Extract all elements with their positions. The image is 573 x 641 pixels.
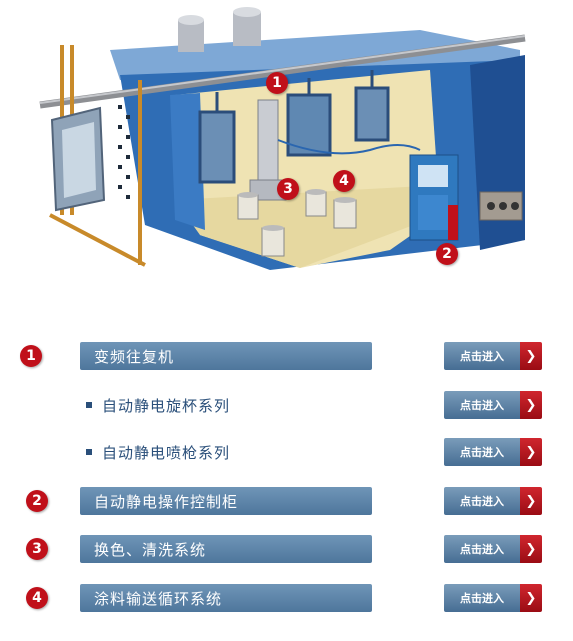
chevron-right-icon: ❯	[520, 391, 542, 419]
enter-button[interactable]: 点击进入 ❯	[444, 487, 544, 515]
reciprocator-machine	[249, 99, 287, 201]
enter-button-label: 点击进入	[444, 535, 520, 563]
diagram-badge-1: 1	[266, 72, 288, 94]
enter-button-label: 点击进入	[444, 391, 520, 419]
list-item: 2 自动静电操作控制柜 点击进入 ❯	[0, 486, 573, 516]
enter-button[interactable]: 点击进入 ❯	[444, 438, 544, 466]
square-bullet-icon	[86, 402, 92, 408]
item-number-badge: 2	[26, 490, 48, 512]
enter-button-label: 点击进入	[444, 487, 520, 515]
diagram-badge-2: 2	[436, 243, 458, 265]
item-label: 变频往复机	[94, 347, 175, 366]
diagram-badge-3: 3	[277, 178, 299, 200]
chevron-right-icon: ❯	[520, 535, 542, 563]
paint-hose	[277, 139, 421, 155]
enter-button-label: 点击进入	[444, 584, 520, 612]
booth-left-wall	[170, 93, 205, 230]
item-number-badge: 3	[26, 538, 48, 560]
chevron-right-icon: ❯	[520, 342, 542, 370]
item-label-bar[interactable]: 自动静电操作控制柜	[80, 487, 372, 515]
enter-button[interactable]: 点击进入 ❯	[444, 535, 544, 563]
item-label: 自动静电操作控制柜	[94, 492, 239, 511]
enter-button-label: 点击进入	[444, 438, 520, 466]
list-item: 自动静电喷枪系列 点击进入 ❯	[0, 437, 573, 467]
item-label: 换色、清洗系统	[94, 540, 207, 559]
conveyor-rail	[39, 34, 526, 109]
item-label-bar[interactable]: 变频往复机	[80, 342, 372, 370]
control-cabinet	[409, 154, 459, 241]
paint-pail-1	[237, 192, 259, 220]
item-number-badge: 4	[26, 587, 48, 609]
left-rack-panel	[50, 106, 106, 212]
item-label: 涂料输送循环系统	[94, 589, 223, 608]
square-bullet-icon	[86, 449, 92, 455]
external-controller	[479, 191, 523, 221]
enter-button[interactable]: 点击进入 ❯	[444, 391, 544, 419]
diagram-badge-4: 4	[333, 170, 355, 192]
list-item: 1 变频往复机 点击进入 ❯	[0, 341, 573, 371]
left-rack-mesh	[118, 105, 130, 199]
paint-pail-3	[305, 189, 327, 217]
enter-button[interactable]: 点击进入 ❯	[444, 584, 544, 612]
spray-booth-illustration	[39, 7, 526, 270]
paint-pail-4	[333, 197, 357, 229]
chevron-right-icon: ❯	[520, 438, 542, 466]
list-item: 自动静电旋杯系列 点击进入 ❯	[0, 390, 573, 420]
list-item: 3 换色、清洗系统 点击进入 ❯	[0, 534, 573, 564]
item-label-bar[interactable]: 涂料输送循环系统	[80, 584, 372, 612]
item-label-bar[interactable]: 换色、清洗系统	[80, 535, 372, 563]
hanging-part-3	[354, 70, 390, 142]
exhaust-stack-left	[178, 15, 204, 52]
exhaust-stack-right	[233, 7, 261, 46]
item-label: 自动静电旋杯系列	[102, 396, 231, 415]
enter-button-label: 点击进入	[444, 342, 520, 370]
paint-pail-2	[261, 225, 285, 257]
item-number-badge: 1	[20, 345, 42, 367]
list-item: 4 涂料输送循环系统 点击进入 ❯	[0, 583, 573, 613]
enter-button[interactable]: 点击进入 ❯	[444, 342, 544, 370]
item-label: 自动静电喷枪系列	[102, 443, 231, 462]
hanging-part-1	[198, 92, 236, 184]
sub-item-link[interactable]: 自动静电旋杯系列	[86, 390, 230, 420]
chevron-right-icon: ❯	[520, 584, 542, 612]
chevron-right-icon: ❯	[520, 487, 542, 515]
sub-item-link[interactable]: 自动静电喷枪系列	[86, 437, 230, 467]
